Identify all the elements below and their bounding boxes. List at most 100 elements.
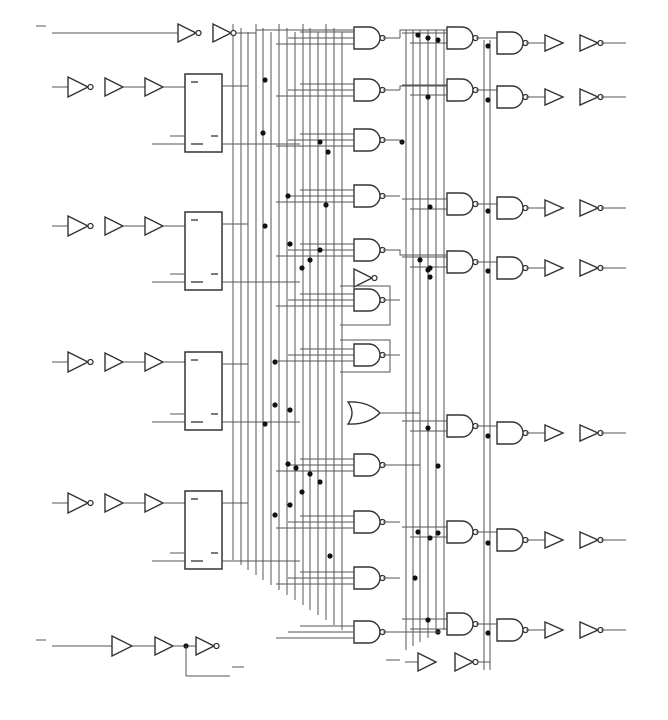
junction-dot — [262, 421, 268, 427]
and-gate-col1 — [353, 26, 386, 50]
output-buffer — [544, 258, 565, 278]
junction-dot — [285, 193, 291, 199]
top-inverter-2 — [212, 22, 237, 44]
input-buffer — [144, 492, 165, 514]
input-inverter — [67, 350, 94, 374]
and-gate-col1 — [353, 238, 386, 262]
junction-dot — [317, 139, 323, 145]
output-inverter — [579, 620, 604, 640]
junction-dot — [399, 139, 405, 145]
and-gate-col1 — [353, 343, 386, 367]
junction-dot — [317, 479, 323, 485]
junction-dot — [425, 425, 431, 431]
flip-flop — [184, 211, 223, 291]
input-inverter — [67, 214, 94, 238]
junction-dot — [485, 97, 491, 103]
bottom-buffer — [111, 634, 134, 658]
bottom-inverter — [195, 635, 220, 657]
and-gate-col3 — [496, 421, 529, 445]
junction-dot — [327, 553, 333, 559]
junction-dot — [427, 204, 433, 210]
and-gate-col3 — [496, 85, 529, 109]
junction-dot — [323, 202, 329, 208]
junction-dot — [325, 149, 331, 155]
junction-dot — [485, 433, 491, 439]
junction-dot — [485, 268, 491, 274]
junction-dot — [260, 130, 266, 136]
input-buffer — [144, 351, 165, 373]
output-buffer — [544, 33, 565, 53]
output-inverter — [579, 87, 604, 107]
and-gate-col1 — [353, 288, 386, 312]
input-inverter — [67, 491, 94, 515]
junction-dot — [427, 265, 433, 271]
junction-dot — [272, 512, 278, 518]
and-gate-col1 — [353, 510, 386, 534]
input-inverter — [67, 75, 94, 99]
and-gate-col3 — [496, 196, 529, 220]
and-gate-col3 — [496, 31, 529, 55]
junction-dot — [435, 37, 441, 43]
junction-dot — [412, 575, 418, 581]
and-gate-col3 — [496, 528, 529, 552]
output-buffer — [544, 530, 565, 550]
output-inverter — [579, 258, 604, 278]
output-inverter — [579, 33, 604, 53]
junction-dot — [427, 274, 433, 280]
output-inverter — [579, 423, 604, 443]
and-gate-col1 — [353, 453, 386, 477]
input-buffer — [104, 492, 125, 514]
top-inverter-1 — [177, 22, 202, 44]
output-inverter — [579, 198, 604, 218]
and-gate-col2 — [446, 520, 479, 544]
input-buffer — [104, 76, 125, 98]
junction-dot — [272, 402, 278, 408]
input-buffer — [104, 351, 125, 373]
junction-dot — [287, 241, 293, 247]
vertical-bus — [232, 24, 491, 670]
output-inverter — [579, 530, 604, 550]
junction-dot — [425, 94, 431, 100]
junction-dot — [435, 463, 441, 469]
and-gate-col1 — [353, 566, 386, 590]
output-buffer — [544, 620, 565, 640]
junction-dot — [299, 489, 305, 495]
junction-dot — [287, 407, 293, 413]
junction-dot — [425, 617, 431, 623]
and-gate-col2 — [446, 78, 479, 102]
and-gate-col1 — [353, 620, 386, 644]
mid-inverter — [353, 267, 378, 289]
and-gate-col3 — [496, 618, 529, 642]
junction-dot — [485, 43, 491, 49]
input-buffer — [144, 76, 165, 98]
and-gate-col1 — [353, 128, 386, 152]
junction-dot — [415, 32, 421, 38]
junction-dot — [293, 465, 299, 471]
and-gate-col2 — [446, 26, 479, 50]
junction-dot — [425, 35, 431, 41]
junction-dot — [485, 208, 491, 214]
and-gate-col2 — [446, 612, 479, 636]
junction-dot — [262, 223, 268, 229]
junction-dot — [287, 502, 293, 508]
or-gate — [346, 401, 381, 425]
input-buffer — [144, 215, 165, 237]
bottom-inverter-2 — [454, 651, 479, 673]
junction-dot — [299, 265, 305, 271]
flip-flop — [184, 73, 223, 153]
output-buffer — [544, 198, 565, 218]
and-gate-col2 — [446, 414, 479, 438]
bottom-buffer-2 — [417, 651, 438, 673]
junction-dot — [272, 359, 278, 365]
output-buffer — [544, 423, 565, 443]
output-buffer — [544, 87, 565, 107]
and-gate-col3 — [496, 256, 529, 280]
input-buffer — [104, 215, 125, 237]
bottom-buffer — [154, 635, 175, 657]
junction-dot — [417, 257, 423, 263]
junction-dot — [435, 530, 441, 536]
junction-dot — [317, 247, 323, 253]
flip-flop — [184, 351, 223, 431]
and-gate-col1 — [353, 78, 386, 102]
